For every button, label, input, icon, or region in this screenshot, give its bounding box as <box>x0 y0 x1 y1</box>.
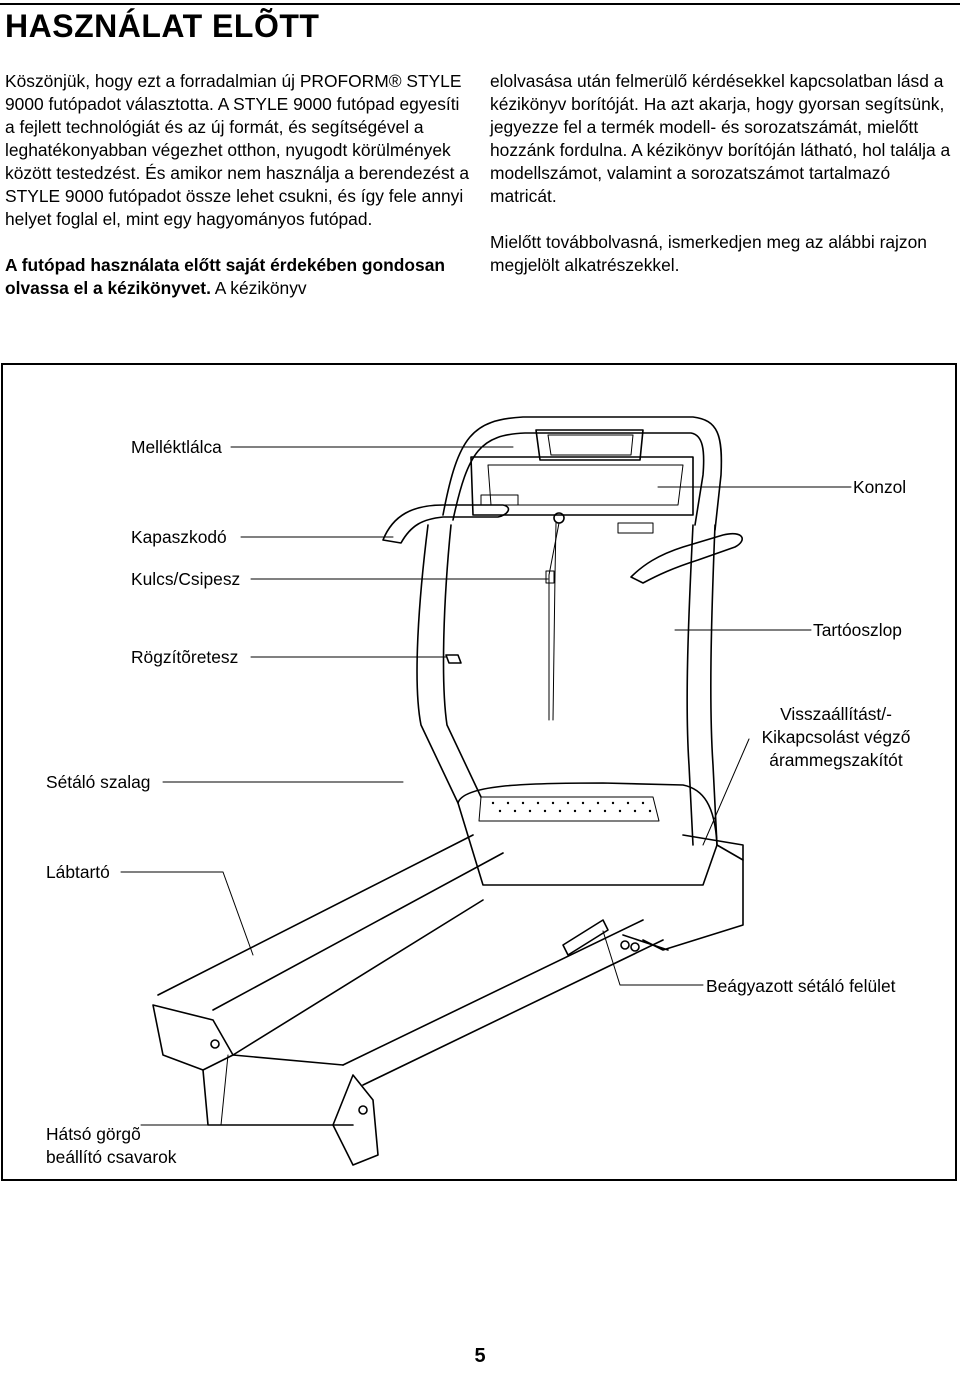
intro-paragraph: Köszönjük, hogy ezt a forradalmian új PR… <box>5 71 469 229</box>
page-number: 5 <box>474 1345 486 1367</box>
label-latch: Rögzítõretesz <box>131 647 239 667</box>
label-key-clip: Kulcs/Csipesz <box>131 569 241 589</box>
label-accessory-tray: Melléktlálca <box>131 437 222 457</box>
label-reset-line2: Kikapcsolást végző <box>761 727 911 747</box>
manual-paragraph: elolvasása után felmerülő kérdésekkel ka… <box>490 71 951 206</box>
top-rule <box>0 3 960 5</box>
warning-rest-text: A kézikönyv <box>210 278 307 298</box>
label-upright: Tartóoszlop <box>813 620 902 640</box>
warning-paragraph: A futópad használata előtt saját érdekéb… <box>5 254 470 300</box>
label-deck: Beágyazott sétáló felület <box>706 976 896 996</box>
label-console: Konzol <box>853 477 907 497</box>
treadmill-figure: Melléktlálca Konzol Kapaszkodó Kulcs/Csi… <box>1 363 957 1181</box>
label-walking-belt: Sétáló szalag <box>46 772 151 792</box>
page-title: HASZNÁLAT ELÕTT <box>5 8 320 44</box>
warning-bold-text: A futópad használata előtt saját érdekéb… <box>5 255 445 298</box>
label-reset-breaker: Visszaállítást/- Kikapcsolást végző áram… <box>743 703 929 772</box>
right-column: elolvasása után felmerülő kérdésekkel ka… <box>490 70 955 300</box>
label-roller-line2: beállító csavarok <box>46 1147 177 1167</box>
label-roller-line1: Hátsó görgõ <box>46 1124 141 1144</box>
deck-perforation <box>491 801 652 813</box>
label-reset-line1: Visszaállítást/- <box>780 704 892 724</box>
parts-intro-paragraph: Mielőtt továbbolvasná, ismerkedjen meg a… <box>490 232 927 275</box>
label-rear-roller-bolts: Hátsó görgõ beállító csavarok <box>46 1123 177 1169</box>
treadmill-drawing <box>120 416 852 1166</box>
left-column: Köszönjük, hogy ezt a forradalmian új PR… <box>5 70 470 323</box>
label-foot-rail: Lábtartó <box>46 862 110 882</box>
label-handrail: Kapaszkodó <box>131 527 227 547</box>
label-reset-line3: árammegszakítót <box>769 750 903 770</box>
